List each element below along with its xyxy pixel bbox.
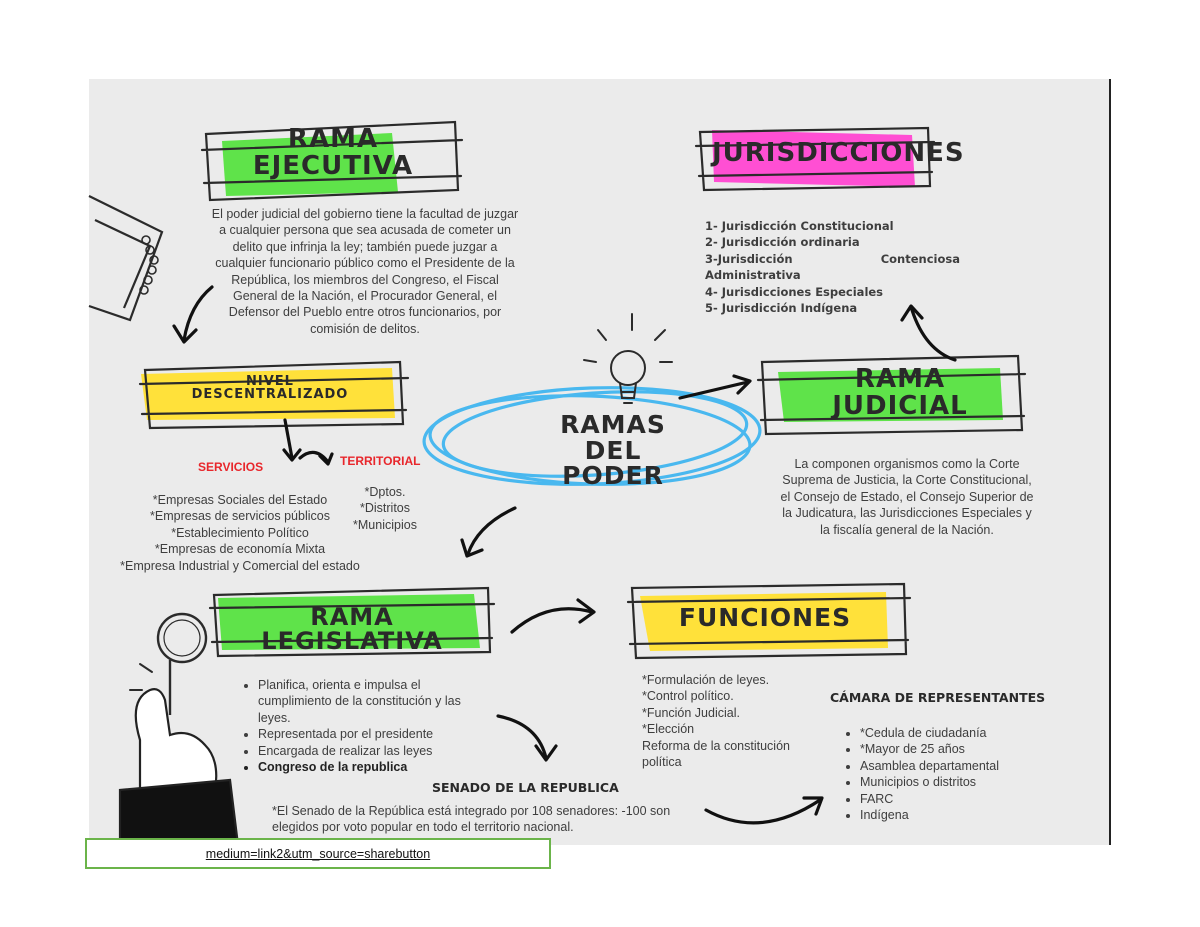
jurisdicciones-title: JURISDICCIONES [712, 138, 965, 168]
jurisdiccion-item-3b: Contenciosa [880, 251, 960, 266]
arrow-nivel-territorial-head [318, 452, 334, 466]
arrow-nivel-servicios-head [282, 448, 302, 462]
servicios-item-3: *Establecimiento Político [171, 525, 309, 540]
funciones-item-1: *Formulación de leyes. [642, 673, 770, 687]
central-title-line2: PODER [562, 461, 664, 490]
funciones-list: *Formulación de leyes. *Control político… [642, 672, 832, 770]
jurisdiccion-item-3a: 3-Jurisdicción [705, 251, 793, 266]
servicios-item-4: *Empresas de economía Mixta [154, 542, 326, 557]
ejecutiva-description: El poder judicial del gobierno tiene la … [211, 207, 519, 336]
legislativa-item-3: Encargada de realizar las leyes [258, 743, 485, 759]
camara-item-6: Indígena [860, 807, 1042, 823]
territorial-label: TERRITORIAL [340, 454, 421, 468]
share-link[interactable]: medium=link2&utm_source=sharebutton [205, 846, 431, 861]
legislativa-item-1: Planifica, orienta e impulsa el cumplimi… [258, 677, 485, 726]
nivel-highlight [141, 368, 395, 420]
arrow-judicial-to-legislativa-head [460, 538, 484, 558]
servicios-item-5: *Empresa Industrial y Comercial del esta… [120, 558, 360, 573]
central-scribble-2 [428, 394, 752, 486]
central-title: RAMAS DEL PODER [538, 412, 688, 489]
senado-description: *El Senado de la República está integrad… [272, 804, 671, 835]
mind-map-canvas [89, 79, 1110, 845]
funciones-item-4: *Elección [642, 722, 695, 737]
arrow-legislativa-to-funciones-head [576, 598, 596, 624]
legislativa-frame [208, 586, 496, 658]
arrow-senado-to-camara [704, 798, 822, 825]
jurisdiccion-item-2: 2- Jurisdicción ordinaria [705, 235, 860, 250]
judicial-highlight [778, 368, 1003, 422]
arrow-nivel-territorial [298, 450, 330, 464]
legislativa-item-2: Representada por el presidente [258, 726, 485, 742]
servicios-item-2: *Empresas de servicios públicos [150, 509, 330, 524]
hand-icon [118, 688, 240, 847]
jurisdicciones-frame [694, 126, 936, 192]
arrow-judicial-to-legislativa [466, 506, 517, 556]
funciones-frame [626, 582, 912, 660]
camara-title: CÁMARA DE REPRESENTANTES [830, 690, 1046, 705]
funciones-highlight [640, 592, 888, 651]
jurisdicciones-list: 1- Jurisdicción Constitucional 2- Jurisd… [705, 218, 960, 316]
camara-item-4: Municipios o distritos [860, 774, 1042, 790]
nivel-title-line1: NIVEL [246, 374, 294, 389]
camara-item-3: Asamblea departamental [860, 758, 1042, 774]
spark-line-1 [139, 663, 153, 673]
legislativa-list: Planifica, orienta e impulsa el cumplimi… [240, 677, 485, 775]
servicios-item-1: *Empresas Sociales del Estado [152, 493, 328, 507]
nivel-title: NIVEL DESCENTRALIZADO [160, 375, 380, 402]
territorial-list: *Dptos. *Distritos *Municipios [340, 484, 430, 533]
legislativa-item-4: Congreso de la republica [258, 759, 485, 775]
arrow-judicial-to-jurisdicciones [910, 308, 957, 362]
page-border-line [1109, 79, 1111, 845]
judicial-title-line1: RAMA [854, 364, 946, 394]
arrow-judicial-to-jurisdicciones-head [900, 304, 924, 322]
central-scribble-3 [441, 390, 749, 478]
jurisdiccion-item-4: 4- Jurisdicciones Especiales [705, 284, 884, 299]
funciones-item-3: *Función Judicial. [642, 705, 740, 720]
camara-item-1: *Cedula de ciudadanía [860, 725, 1042, 741]
ejecutiva-title: RAMA EJECUTIVA [228, 126, 438, 179]
arrow-legislativa-to-senado-head [534, 744, 558, 762]
judicial-frame [756, 354, 1027, 436]
share-link-box[interactable]: medium=link2&utm_source=sharebutton [85, 838, 551, 869]
funciones-title: FUNCIONES [678, 603, 852, 632]
camara-item-2: *Mayor de 25 años [860, 741, 1042, 757]
judicial-title: RAMA JUDICIAL [800, 366, 1000, 419]
judicial-title-line2: JUDICIAL [832, 390, 968, 421]
central-title-line1: RAMAS DEL [560, 410, 666, 465]
arrow-nivel-servicios [283, 418, 294, 460]
servicios-label: SERVICIOS [198, 460, 264, 474]
light-bulb-icon [583, 313, 673, 404]
funciones-item-2: *Control político. [642, 689, 734, 704]
jurisdiccion-item-1: 1- Jurisdicción Constitucional [705, 219, 894, 233]
magnifying-glass-icon [156, 612, 208, 715]
arrow-senado-to-camara-head [802, 796, 824, 816]
ejecutiva-title-line2: EJECUTIVA [252, 150, 414, 181]
senado-title: SENADO DE LA REPUBLICA [432, 780, 619, 795]
camara-list: *Cedula de ciudadanía *Mayor de 25 años … [842, 725, 1042, 823]
arrow-legislativa-to-funciones [510, 607, 594, 634]
nivel-frame [138, 360, 410, 430]
jurisdiccion-item-3: 3-Jurisdicción Contenciosa [705, 251, 960, 267]
territorial-item-3: *Municipios [353, 517, 417, 532]
territorial-item-2: *Distritos [359, 501, 410, 516]
ejecutiva-title-line1: RAMA [287, 124, 379, 154]
servicios-list: *Empresas Sociales del Estado *Empresas … [120, 492, 360, 574]
arrow-ejecutiva-to-nivel [182, 285, 214, 342]
jurisdiccion-item-3c: Administrativa [705, 268, 801, 283]
territorial-item-1: *Dptos. [364, 485, 406, 499]
notebook-rings-icon [139, 235, 159, 295]
arrow-center-to-judicial [678, 380, 750, 400]
ejecutiva-frame [200, 120, 464, 202]
arrow-legislativa-to-senado [496, 714, 548, 760]
arrow-center-to-judicial-head [732, 374, 752, 395]
funciones-item-5: Reforma de la constitución política [642, 738, 790, 770]
nivel-title-line2: DESCENTRALIZADO [191, 387, 349, 403]
jurisdiccion-item-5: 5- Jurisdicción Indígena [705, 301, 858, 316]
camara-item-5: FARC [860, 791, 1042, 807]
legislativa-title: RAMA LEGISLATIVA [261, 603, 443, 656]
judicial-description: La componen organismos como la Corte Sup… [780, 457, 1034, 537]
arrow-ejecutiva-to-nivel-head [172, 324, 198, 344]
